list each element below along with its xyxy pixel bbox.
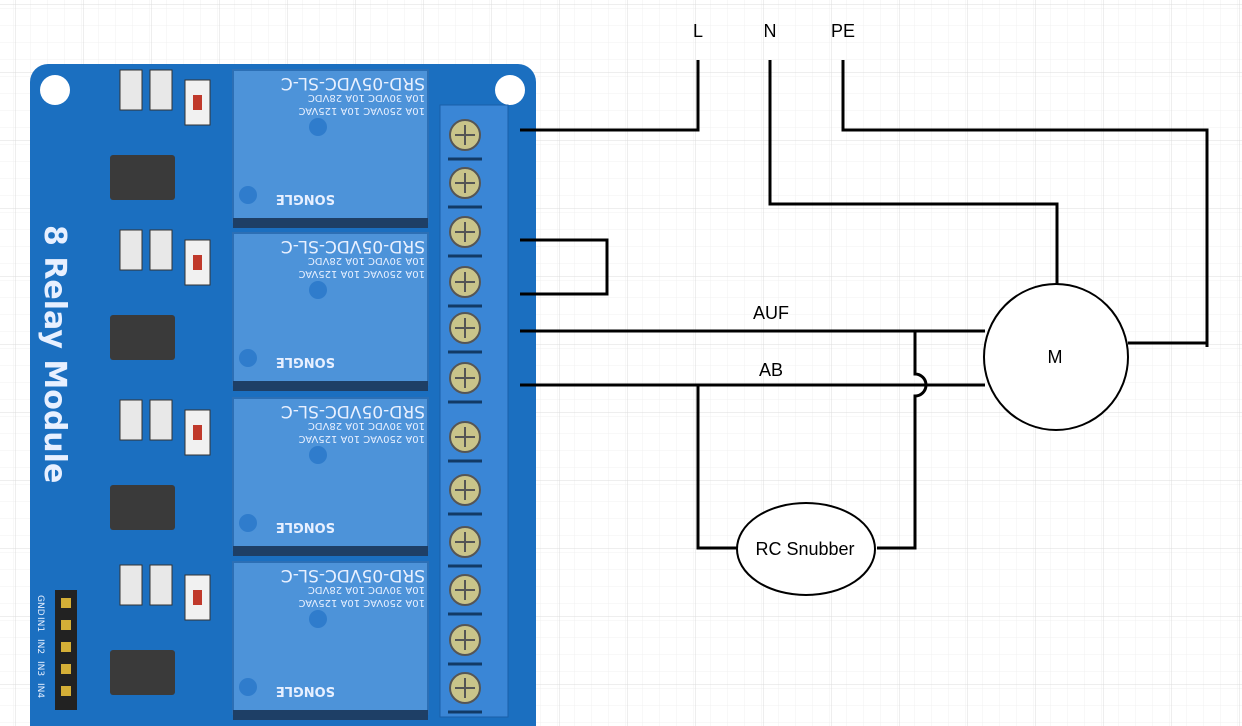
relay-rating-text: 10A 30VDC 10A 28VDC (308, 92, 425, 103)
relay-rating-text: 10A 250VAC 10A 125VAC (298, 105, 425, 116)
terminal-screw (448, 421, 482, 463)
relay-brand-text: SONGLE (276, 519, 335, 534)
label-pe: PE (831, 21, 855, 41)
relay-model-text: SRD-05VDC-SL-C (281, 73, 425, 93)
relay: SRD-05VDC-SL-C 10A 250VAC 10A 125VAC 10A 3… (232, 232, 429, 391)
terminal-screw (448, 119, 482, 161)
mounting-hole (40, 75, 70, 105)
terminal-screw (448, 167, 482, 209)
label-auf: AUF (753, 303, 789, 323)
header-pin (61, 686, 71, 696)
optocoupler (110, 564, 211, 695)
header-pin (61, 664, 71, 674)
terminal-screw (448, 474, 482, 516)
relay-model-text: SRD-05VDC-SL-C (281, 565, 425, 585)
relay-rating-text: 10A 250VAC 10A 125VAC (298, 597, 425, 608)
pin-label: GND (35, 595, 45, 616)
pin-label: IN4 (35, 683, 45, 698)
header-pin (61, 642, 71, 652)
label-snubber: RC Snubber (755, 539, 854, 559)
label-motor: M (1048, 347, 1063, 367)
rc-snubber-symbol (736, 502, 876, 596)
wire-pe (841, 60, 1209, 347)
wire-l (520, 60, 700, 132)
terminal-screw (448, 362, 482, 404)
board-title: 8 Relay Module (37, 225, 72, 483)
relay-brand-text: SONGLE (276, 683, 335, 698)
wire-snubber-left (696, 385, 737, 550)
relay: SRD-05VDC-SL-C 10A 250VAC 10A 125VAC 10A 3… (232, 397, 429, 556)
terminal-screw (448, 312, 482, 354)
relay: SRD-05VDC-SL-C 10A 250VAC 10A 125VAC 10A 3… (232, 561, 429, 720)
relay-rating-text: 10A 250VAC 10A 125VAC (298, 268, 425, 279)
terminal-screw (448, 266, 482, 308)
header-pin (61, 620, 71, 630)
label-l: L (693, 21, 703, 41)
terminal-block (439, 104, 509, 718)
label-ab: AB (759, 360, 783, 380)
terminal-screw (448, 624, 482, 666)
terminal-screw (448, 526, 482, 568)
pin-label: IN3 (35, 661, 45, 676)
relay-rating-text: 10A 30VDC 10A 28VDC (308, 420, 425, 431)
wires (520, 60, 1209, 550)
pin-label: IN2 (35, 639, 45, 654)
label-n: N (764, 21, 777, 41)
relay-rating-text: 10A 30VDC 10A 28VDC (308, 255, 425, 266)
terminal-screw (448, 216, 482, 258)
relay-model-text: SRD-05VDC-SL-C (281, 401, 425, 421)
relay-rating-text: 10A 30VDC 10A 28VDC (308, 584, 425, 595)
optocoupler (110, 229, 211, 360)
wire-snubber-right (877, 331, 928, 550)
relay: SRD-05VDC-SL-C 10A 250VAC 10A 125VAC 10A 3… (232, 69, 429, 228)
header-pin (61, 598, 71, 608)
terminal-screw (448, 574, 482, 616)
pin-label: IN1 (35, 617, 45, 632)
motor-symbol (983, 283, 1129, 431)
relay-brand-text: SONGLE (276, 191, 335, 206)
mounting-hole (495, 75, 525, 105)
relay-model-text: SRD-05VDC-SL-C (281, 236, 425, 256)
optocoupler (110, 69, 211, 200)
wire-n (768, 60, 1059, 287)
relay-brand-text: SONGLE (276, 354, 335, 369)
optocoupler (110, 399, 211, 530)
relay-board: 8 Relay Module SRD-05VDC-SL-C 10A 250VAC … (30, 64, 536, 726)
relay-rating-text: 10A 250VAC 10A 125VAC (298, 433, 425, 444)
terminal-screw (448, 672, 482, 714)
wire-bridge (520, 238, 609, 296)
